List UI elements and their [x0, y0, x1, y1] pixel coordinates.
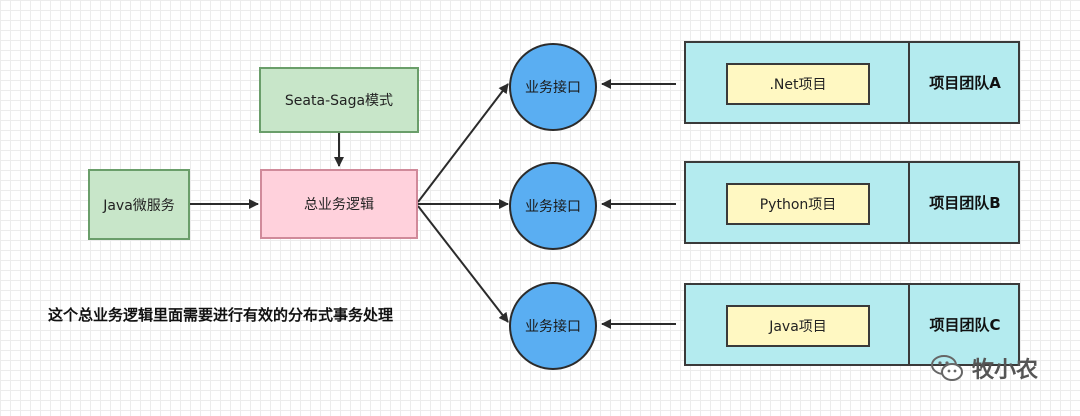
saga-mode-box: Seata-Saga模式 [259, 67, 419, 133]
total-business-logic-label: 总业务逻辑 [304, 197, 374, 213]
interface-label: 业务接口 [525, 80, 581, 96]
project-box: Java项目 [726, 305, 870, 347]
team-block-a: .Net项目 项目团队A [684, 41, 1020, 124]
team-label: 项目团队C [929, 316, 1001, 334]
project-box: Python项目 [726, 183, 870, 225]
project-label: .Net项目 [769, 77, 827, 93]
team-label: 项目团队A [929, 74, 1001, 92]
interface-label: 业务接口 [525, 319, 581, 335]
project-label: Java项目 [769, 319, 827, 335]
java-microservice-box: Java微服务 [88, 169, 190, 240]
distributed-transaction-note: 这个总业务逻辑里面需要进行有效的分布式事务处理 [48, 306, 394, 324]
arrow-logic-to-interface-c [417, 205, 509, 323]
arrow-logic-to-interface-a [417, 83, 509, 203]
wechat-icon [931, 355, 963, 381]
project-box: .Net项目 [726, 63, 870, 105]
interface-circle-b: 业务接口 [509, 162, 597, 250]
interface-circle-c: 业务接口 [509, 282, 597, 370]
project-label: Python项目 [759, 197, 837, 213]
interface-label: 业务接口 [525, 199, 581, 215]
team-divider [908, 43, 910, 122]
team-divider [908, 285, 910, 364]
total-business-logic-box: 总业务逻辑 [260, 169, 418, 239]
interface-circle-a: 业务接口 [509, 43, 597, 131]
java-microservice-label: Java微服务 [103, 197, 175, 214]
team-label: 项目团队B [929, 194, 1001, 212]
saga-mode-label: Seata-Saga模式 [284, 93, 394, 109]
team-block-b: Python项目 项目团队B [684, 161, 1020, 244]
watermark: 牧小农 [930, 352, 1038, 384]
team-divider [908, 163, 910, 242]
team-block-c: Java项目 项目团队C [684, 283, 1020, 366]
watermark-text: 牧小农 [972, 358, 1039, 383]
